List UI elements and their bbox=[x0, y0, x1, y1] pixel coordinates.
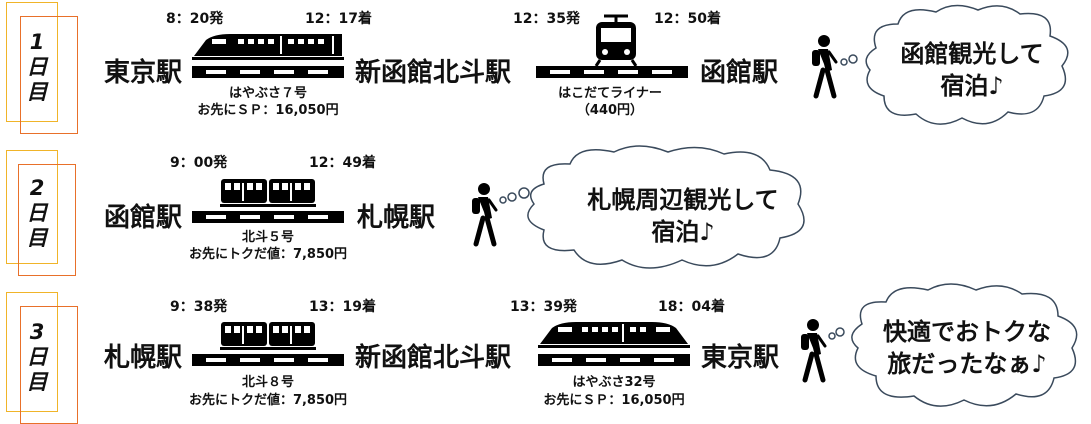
thought-bubble bbox=[840, 4, 1069, 125]
tram-icon bbox=[594, 14, 638, 67]
shinkansen-icon bbox=[538, 322, 690, 348]
rail-track bbox=[192, 66, 344, 78]
station-hakodate: 函館駅 bbox=[104, 203, 183, 233]
train-icon bbox=[220, 179, 316, 207]
depart-time: 8：20発 bbox=[166, 11, 224, 27]
day-label-frame bbox=[6, 2, 78, 134]
day-label-frame bbox=[6, 150, 76, 276]
station-hakodate: 函館駅 bbox=[700, 58, 779, 88]
fare-label: お先にＳＰ：16,050円 bbox=[197, 103, 339, 118]
fare-label: お先にトクだ値：7,850円 bbox=[188, 247, 348, 262]
train-name: はやぶさ７号 bbox=[228, 86, 307, 101]
depart-time: 9：00発 bbox=[170, 155, 228, 171]
station-sapporo: 札幌駅 bbox=[357, 203, 436, 233]
thought-text: 札幌周辺観光して 宿泊♪ bbox=[587, 186, 779, 246]
arrive-time: 12：17着 bbox=[305, 11, 372, 27]
station-sapporo: 札幌駅 bbox=[104, 343, 183, 373]
day-2-row: 2 日 目 函館駅 9：00発 12：49着 北斗５号 お先にトクだ値：7,85… bbox=[0, 140, 1091, 280]
depart-time: 13：39発 bbox=[510, 299, 577, 315]
rail-track bbox=[536, 66, 688, 78]
arrive-time: 12：50着 bbox=[654, 11, 721, 27]
arrive-time: 12：49着 bbox=[309, 155, 376, 171]
fare-label: （440円） bbox=[576, 103, 644, 118]
thought-text: 函館観光して 宿泊♪ bbox=[900, 40, 1044, 100]
station-tokyo: 東京駅 bbox=[104, 58, 183, 88]
fare-label: お先にトクだ値：7,850円 bbox=[188, 393, 348, 408]
arrive-time: 18：04着 bbox=[658, 299, 725, 315]
train-name: はこだてライナー bbox=[558, 86, 662, 101]
day-label: 1 日 目 bbox=[26, 30, 48, 104]
walking-person-icon bbox=[812, 35, 838, 99]
station-shin-hakodate-hokuto: 新函館北斗駅 bbox=[355, 343, 512, 373]
station-shin-hakodate-hokuto: 新函館北斗駅 bbox=[355, 58, 512, 88]
walking-person-icon bbox=[472, 183, 498, 247]
fare-label: お先にＳＰ：16,050円 bbox=[543, 393, 685, 408]
shinkansen-icon bbox=[192, 34, 344, 60]
day-3-row: 3 日 目 札幌駅 9：38発 13：19着 北斗８号 お先にトクだ値：7,85… bbox=[0, 280, 1091, 424]
rail-track bbox=[192, 354, 344, 366]
thought-bubble bbox=[828, 283, 1078, 407]
rail-track bbox=[192, 211, 344, 223]
station-tokyo: 東京駅 bbox=[701, 343, 780, 373]
thought-bubble bbox=[499, 145, 805, 269]
thought-text: 快適でおトクな 旅だったなぁ♪ bbox=[883, 318, 1051, 378]
day-label: 2 日 目 bbox=[26, 176, 48, 250]
rail-track bbox=[538, 354, 690, 366]
train-name: 北斗８号 bbox=[241, 375, 294, 390]
depart-time: 9：38発 bbox=[170, 299, 228, 315]
arrive-time: 13：19着 bbox=[309, 299, 376, 315]
train-name: はやぶさ32号 bbox=[572, 375, 656, 390]
walking-person-icon bbox=[801, 319, 827, 383]
train-icon bbox=[220, 322, 316, 350]
depart-time: 12：35発 bbox=[513, 11, 580, 27]
day-label: 3 日 目 bbox=[26, 320, 48, 394]
train-name: 北斗５号 bbox=[241, 230, 294, 245]
day-1-row: 1 日 目 東京駅 8：20発 12：17着 はやぶさ７号 お先にＳＰ：16,0… bbox=[0, 0, 1091, 140]
